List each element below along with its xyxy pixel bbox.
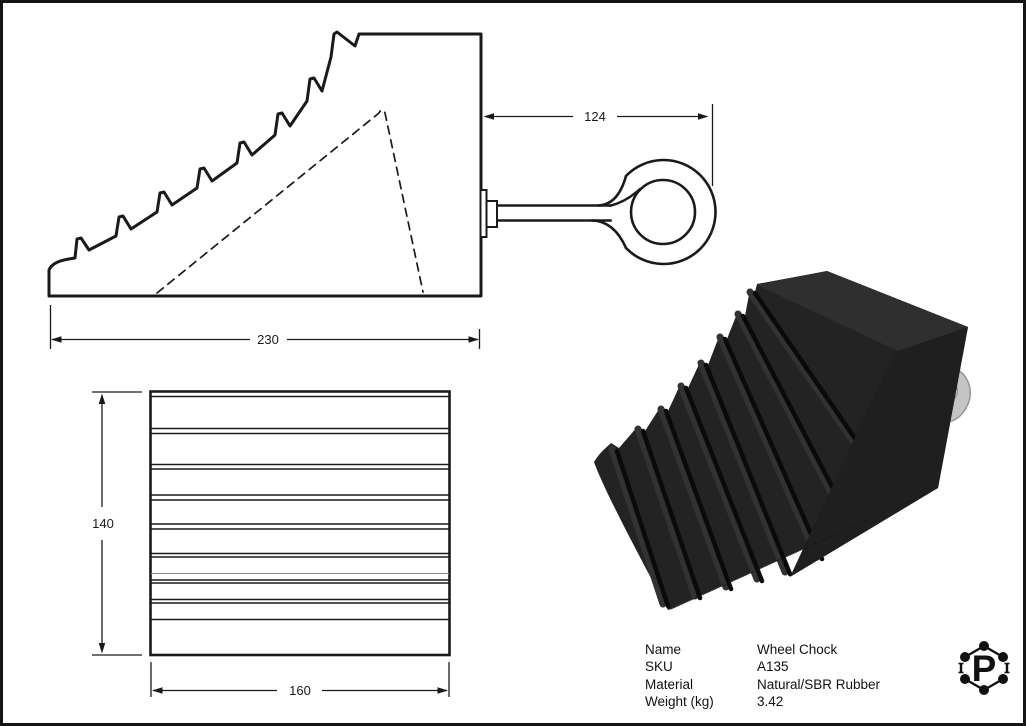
render-top-face xyxy=(757,271,968,351)
spec-value: 3.42 xyxy=(757,694,784,710)
dim-label-160: 160 xyxy=(289,683,311,698)
arrow-down-icon xyxy=(98,643,106,654)
eye-bolt xyxy=(479,158,717,266)
logo-atoms xyxy=(960,641,1008,695)
arrow-up-icon xyxy=(98,393,106,404)
logo-letter: P xyxy=(972,648,997,689)
arrow-right-icon xyxy=(698,113,709,120)
eyebolt-neck-top xyxy=(596,174,628,207)
eyebolt-rod-end xyxy=(608,187,642,207)
spec-label: Material xyxy=(645,676,694,692)
spec-row-weight: Weight (kg) 3.42 xyxy=(645,693,945,710)
top-view xyxy=(149,390,451,657)
arrow-left-icon xyxy=(51,336,62,343)
spec-value: Natural/SBR Rubber xyxy=(757,676,881,692)
tread-lines xyxy=(151,395,449,621)
brand-logo: P xyxy=(958,641,1010,695)
dimension-124: 124 xyxy=(483,104,714,186)
render-body xyxy=(594,271,968,610)
render-side-face xyxy=(790,327,968,577)
dimension-140: 140 xyxy=(92,391,142,656)
dim-label-140: 140 xyxy=(92,516,114,531)
dimension-230: 230 xyxy=(49,305,481,349)
eyebolt-neck-bottom xyxy=(590,219,628,250)
arrow-left-icon xyxy=(483,113,494,120)
spec-row-name: Name Wheel Chock xyxy=(645,641,945,658)
eyebolt-nut xyxy=(485,200,498,228)
spec-table: Name Wheel Chock SKU A135 Material Natur… xyxy=(645,641,945,711)
spec-label: SKU xyxy=(645,659,673,675)
render-bottom-edge xyxy=(668,488,938,610)
product-render-3d xyxy=(594,271,971,610)
side-view-outline xyxy=(47,30,483,298)
eyebolt-ring-inner xyxy=(629,178,697,246)
spec-label: Name xyxy=(645,642,682,657)
arrow-left-icon xyxy=(152,687,163,694)
spec-value: Wheel Chock xyxy=(757,642,838,657)
arrow-right-icon xyxy=(437,687,448,694)
dimension-160: 160 xyxy=(150,662,450,698)
spec-row-sku: SKU A135 xyxy=(645,658,945,675)
dim-label-230: 230 xyxy=(257,332,279,347)
spec-value: A135 xyxy=(757,659,789,675)
eyebolt-ring-outer xyxy=(624,158,717,266)
spec-row-material: Material Natural/SBR Rubber xyxy=(645,676,945,693)
hidden-wheel-dashed-line xyxy=(156,109,424,294)
side-view xyxy=(47,30,483,298)
spec-label: Weight (kg) xyxy=(645,694,714,710)
top-view-outline xyxy=(149,390,451,657)
arrow-right-icon xyxy=(468,336,479,343)
dim-label-124: 124 xyxy=(584,109,606,124)
